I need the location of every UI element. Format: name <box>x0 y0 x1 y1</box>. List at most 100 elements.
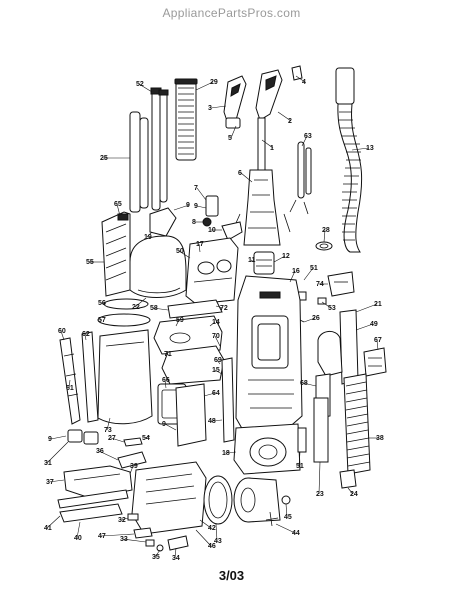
part-cyclone-housing-50 <box>185 237 239 305</box>
callout-number: 9 <box>194 203 198 210</box>
callout-leader-line <box>303 317 316 323</box>
callout-leader-line <box>196 205 207 209</box>
callout-number: 54 <box>142 435 150 442</box>
callout-leader-line <box>215 305 224 309</box>
callout-leader-line <box>100 533 135 537</box>
callout-leader-line <box>224 451 237 454</box>
part-grille-55 <box>101 211 131 297</box>
part-plate-56 <box>103 298 149 310</box>
callout-leader-line <box>210 105 227 109</box>
callout-leader-line <box>46 515 61 529</box>
part-screw-44 <box>265 511 279 527</box>
callout-leader-line <box>98 450 119 461</box>
callout-leader-line <box>250 259 255 263</box>
callout-leader-line <box>318 461 321 495</box>
callout-leader-line <box>48 479 65 483</box>
part-box-67 <box>363 347 387 377</box>
callout-number: 18 <box>222 450 230 457</box>
callout-number: 9 <box>48 436 52 443</box>
part-bracket-58 <box>167 299 223 319</box>
callout-leader-line <box>347 487 354 495</box>
callout-leader-line <box>302 382 317 387</box>
callout-number: 60 <box>58 328 66 335</box>
part-filter-pad-23 <box>313 397 329 463</box>
callout-number: 73 <box>104 427 112 434</box>
part-bracket-74 <box>327 271 355 297</box>
part-cover-64 <box>175 383 207 447</box>
part-filter-29 <box>174 78 198 161</box>
callout-leader-line <box>273 255 286 263</box>
callout-leader-line <box>129 465 134 475</box>
part-wand-25 <box>129 111 149 213</box>
callout-number: 27 <box>108 435 116 442</box>
part-handle-2 <box>255 69 283 121</box>
callout-leader-line <box>210 419 223 422</box>
callout-leader-line <box>195 81 214 91</box>
callout-leader-line <box>144 435 151 439</box>
callout-number: 33 <box>120 536 128 543</box>
callout-number: 48 <box>208 418 216 425</box>
part-cap-19 <box>149 207 177 237</box>
part-filter-holder-69 <box>161 345 225 385</box>
callout-number: 56 <box>98 300 106 307</box>
callout-number: 49 <box>370 321 378 328</box>
callout-leader-line <box>230 125 237 139</box>
part-motor-18 <box>233 423 301 475</box>
callout-number: 29 <box>210 79 218 86</box>
callout-leader-line <box>134 297 147 308</box>
callout-number: 22 <box>132 304 140 311</box>
callout-leader-line <box>285 503 288 518</box>
callout-leader-line <box>275 523 296 534</box>
callout-number: 41 <box>44 525 52 532</box>
part-knob-8 <box>202 217 212 227</box>
callout-number: 23 <box>316 491 324 498</box>
callout-number: 47 <box>98 533 106 540</box>
callout-leader-line <box>110 437 125 443</box>
callout-leader-line <box>209 321 216 327</box>
part-body-column-6 <box>231 169 291 246</box>
part-dirt-cup-73 <box>97 329 153 425</box>
callout-number: 42 <box>208 525 216 532</box>
part-lid-36 <box>117 451 147 469</box>
callout-leader-line <box>301 135 308 147</box>
callout-number: 44 <box>292 530 300 537</box>
callout-leader-line <box>173 204 190 211</box>
callout-leader-line <box>216 359 221 365</box>
callout-number: 11 <box>248 257 256 264</box>
callout-number: 8 <box>192 219 196 226</box>
callout-number: 16 <box>292 268 300 275</box>
callout-number: 46 <box>208 543 216 550</box>
callout-leader-line <box>152 307 169 311</box>
site-watermark: AppliancePartsPros.com <box>162 6 301 20</box>
part-handle-grip-3 <box>223 75 247 129</box>
part-hose-13 <box>335 67 363 253</box>
callout-leader-line <box>50 435 67 440</box>
part-wand-52 <box>150 87 169 211</box>
callout-number: 19 <box>144 234 152 241</box>
callout-number: 70 <box>212 333 220 340</box>
part-grille-38 <box>343 373 371 475</box>
callout-number: 25 <box>100 155 108 162</box>
callout-leader-line <box>203 392 216 397</box>
callout-number: 26 <box>312 315 320 322</box>
callout-number: 64 <box>212 390 220 397</box>
callout-leader-line <box>106 417 111 431</box>
callout-number: 32 <box>118 517 126 524</box>
callout-number: 65 <box>114 201 122 208</box>
part-latch-7 <box>205 195 219 217</box>
callout-number: 67 <box>374 337 382 344</box>
callout-number: 36 <box>96 448 104 455</box>
part-strip-24 <box>339 469 357 489</box>
callout-leader-line <box>60 330 65 341</box>
callout-number: 12 <box>282 253 290 260</box>
callout-leader-line <box>154 549 161 558</box>
part-main-body-housing <box>235 275 303 433</box>
part-base-housing-37 <box>63 465 133 499</box>
part-tray-59 <box>153 315 223 355</box>
part-brush-housing-46 <box>131 461 207 535</box>
callout-number: 28 <box>322 227 330 234</box>
callout-number: 35 <box>152 554 160 561</box>
part-dirt-cup-top-22 <box>129 235 187 298</box>
callout-number: 62 <box>82 331 90 338</box>
callout-number: 71 <box>164 351 172 358</box>
